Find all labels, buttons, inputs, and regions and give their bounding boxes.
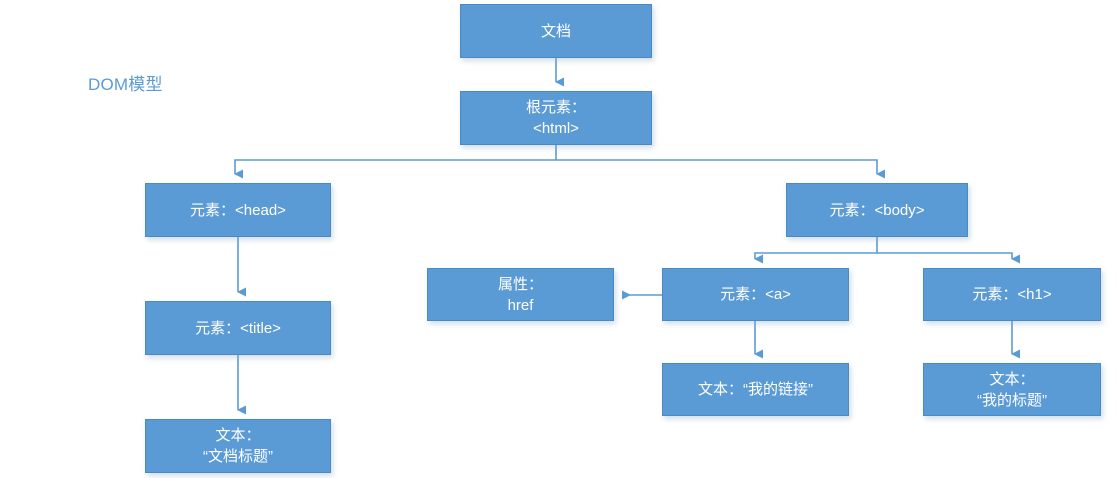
node-html[interactable]: 根元素： <html> bbox=[460, 91, 652, 145]
edge-html-head bbox=[234, 159, 556, 179]
node-text-my-link[interactable]: 文本：“我的链接” bbox=[662, 363, 849, 416]
node-text-my-heading[interactable]: 文本： “我的标题” bbox=[923, 363, 1101, 416]
node-h1[interactable]: 元素：<h1> bbox=[923, 268, 1101, 321]
node-head[interactable]: 元素：<head> bbox=[145, 183, 331, 237]
edge-body-h1 bbox=[877, 252, 1020, 264]
node-attribute-href[interactable]: 属性： href bbox=[427, 268, 614, 321]
node-body[interactable]: 元素：<body> bbox=[786, 183, 968, 237]
node-text-document-title[interactable]: 文本： “文档标题” bbox=[145, 419, 331, 473]
node-document[interactable]: 文档 bbox=[460, 4, 652, 58]
diagram-title: DOM模型 bbox=[88, 75, 163, 94]
node-title[interactable]: 元素：<title> bbox=[145, 301, 331, 355]
node-anchor[interactable]: 元素：<a> bbox=[662, 268, 849, 321]
edge-html-body bbox=[556, 159, 885, 179]
edge-body-anchor bbox=[754, 252, 877, 264]
